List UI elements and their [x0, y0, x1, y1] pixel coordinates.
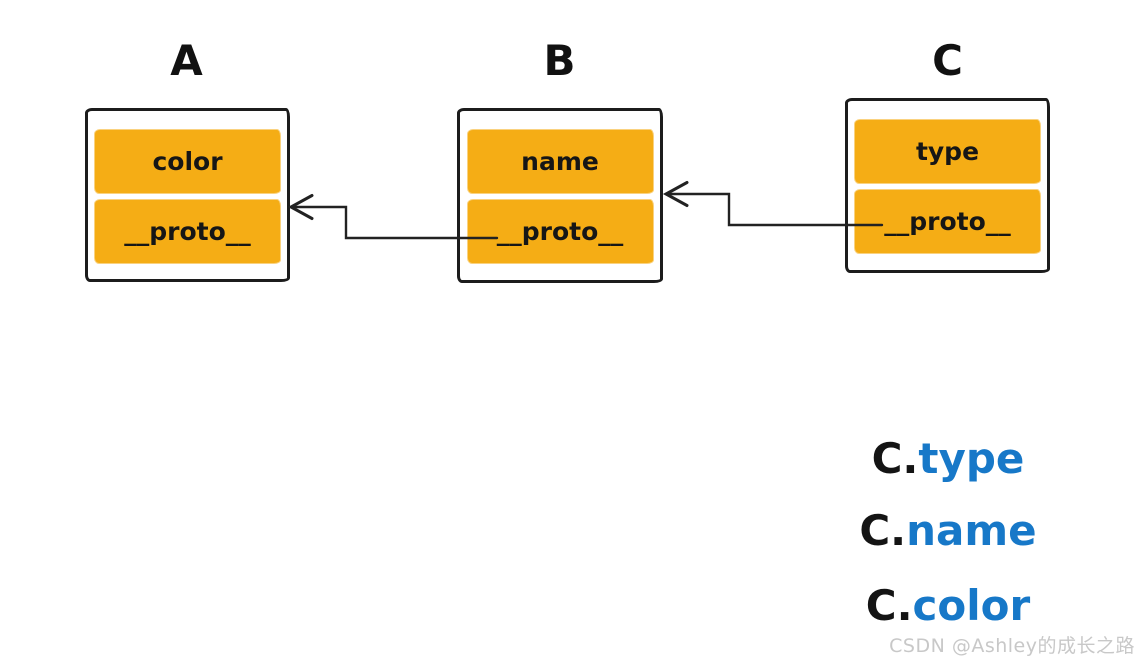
object-box-c: type __proto__: [845, 98, 1050, 273]
annotation-c-type: C.type: [838, 438, 1058, 480]
object-box-b: name __proto__: [457, 108, 663, 283]
property-row-color: color: [95, 130, 280, 193]
annotation-c-name: C.name: [838, 510, 1058, 552]
object-title-b: B: [543, 36, 577, 85]
property-row-type: type: [855, 120, 1040, 183]
annotation-property: color: [912, 581, 1031, 630]
property-row-c-proto: __proto__: [855, 190, 1040, 253]
object-box-a: color __proto__: [85, 108, 290, 282]
annotation-prefix: C.: [859, 506, 907, 555]
property-row-b-proto: __proto__: [467, 200, 653, 263]
property-row-a-proto: __proto__: [95, 200, 280, 263]
annotation-prefix: C.: [865, 581, 913, 630]
property-row-name: name: [467, 130, 653, 193]
annotation-property: name: [906, 506, 1037, 555]
object-title-a: A: [170, 36, 204, 85]
object-title-c: C: [932, 36, 964, 85]
annotation-prefix: C.: [871, 434, 919, 483]
annotation-c-color: C.color: [838, 585, 1058, 627]
annotation-property: type: [918, 434, 1025, 483]
csdn-watermark: CSDN @Ashley的成长之路: [889, 635, 1135, 657]
